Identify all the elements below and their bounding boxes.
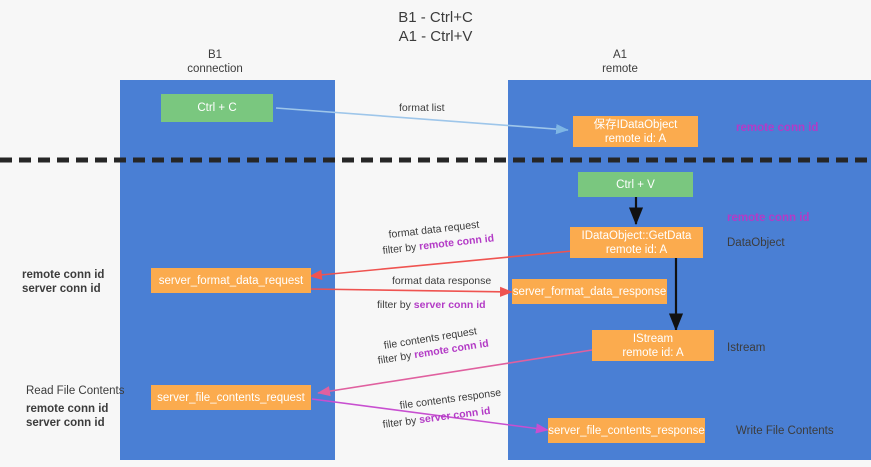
label-left-remote-conn-id-2: remote conn id — [26, 403, 109, 415]
filter-prefix-3: filter by — [377, 349, 416, 367]
box-ctrl-v[interactable]: Ctrl + V — [578, 172, 693, 197]
box-istream-line2: remote id: A — [622, 346, 684, 359]
title-line-1: B1 - Ctrl+C — [398, 9, 473, 26]
box-istream[interactable]: IStream remote id: A — [592, 330, 714, 361]
box-server-file-contents-request[interactable]: server_file_contents_request — [151, 385, 311, 410]
box-server-file-contents-response[interactable]: server_file_contents_response — [548, 418, 705, 443]
column-header-a1-name: A1 — [612, 49, 628, 61]
arrow-format-data-response — [309, 286, 513, 297]
filter-key-server-conn-id-1: server conn id — [413, 299, 486, 311]
label-read-file-contents: Read File Contents — [26, 385, 125, 397]
box-getdata-line1: IDataObject::GetData — [581, 229, 692, 242]
label-dataobject: DataObject — [727, 237, 785, 249]
box-idataobject[interactable]: 保存IDataObject remote id: A — [573, 116, 698, 147]
diagram-title: B1 - Ctrl+C A1 - Ctrl+V — [0, 8, 871, 46]
label-left-server-conn-id: server conn id — [22, 283, 101, 295]
filter-prefix-1: filter by — [382, 240, 420, 257]
label-format-list: format list — [399, 102, 445, 114]
label-left-server-conn-id-2: server conn id — [26, 417, 105, 429]
label-remote-conn-id-mid: remote conn id — [727, 212, 810, 224]
label-left-remote-conn-id: remote conn id — [22, 269, 105, 281]
label-write-file-contents: Write File Contents — [736, 425, 834, 437]
box-idataobject-line2: remote id: A — [604, 132, 667, 145]
column-header-b1: B1 connection — [150, 48, 280, 76]
column-header-b1-role: connection — [187, 63, 243, 75]
title-line-2: A1 - Ctrl+V — [398, 28, 473, 45]
label-format-data-response-filter: filter by server conn id — [377, 299, 486, 312]
label-remote-conn-id-top: remote conn id — [736, 122, 819, 134]
label-format-data-response: format data response — [392, 275, 492, 287]
box-idataobject-line1: 保存IDataObject — [593, 118, 678, 131]
box-idataobject-getdata[interactable]: IDataObject::GetData remote id: A — [570, 227, 703, 258]
filter-prefix-2: filter by — [377, 299, 414, 311]
box-server-format-data-request[interactable]: server_format_data_request — [151, 268, 311, 293]
label-file-contents-response-filter: filter by server conn id — [382, 405, 491, 432]
column-header-a1: A1 remote — [555, 48, 685, 76]
box-getdata-line2: remote id: A — [605, 243, 668, 256]
filter-prefix-4: filter by — [382, 414, 421, 431]
box-server-format-data-response[interactable]: server_format_data_response — [512, 279, 667, 304]
box-ctrl-c[interactable]: Ctrl + C — [161, 94, 273, 122]
column-header-b1-name: B1 — [207, 49, 223, 61]
box-istream-line1: IStream — [632, 332, 674, 345]
column-header-a1-role: remote — [602, 63, 638, 75]
label-istream: Istream — [727, 342, 766, 354]
